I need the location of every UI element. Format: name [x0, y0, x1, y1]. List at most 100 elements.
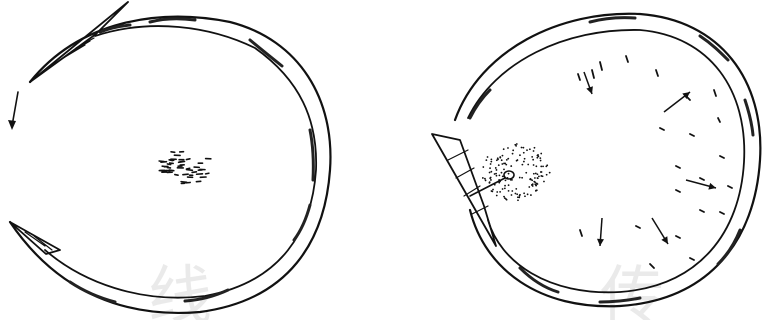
- flow-dash: [714, 90, 716, 96]
- left-upper-flap: [30, 2, 128, 82]
- spray-dot: [495, 167, 497, 169]
- spray-dot: [535, 190, 537, 192]
- spray-dot: [508, 184, 510, 186]
- spray-dot: [498, 164, 500, 166]
- left-particle: [186, 159, 189, 160]
- spray-dot: [534, 147, 536, 149]
- spray-dot: [532, 159, 534, 161]
- spray-dot: [489, 182, 491, 184]
- spray-dot: [533, 164, 535, 166]
- flow-dash: [676, 236, 680, 238]
- flow-dash: [580, 230, 582, 236]
- spray-dot: [502, 155, 504, 157]
- flow-dash: [718, 118, 720, 122]
- spray-dot: [521, 164, 523, 166]
- right-ring-diagram: [432, 14, 760, 307]
- spray-dot: [542, 165, 544, 167]
- flow-arrow: [584, 72, 593, 94]
- flow-dash: [728, 186, 732, 188]
- left-particle: [169, 170, 174, 171]
- right-inner-wall: [468, 30, 744, 292]
- flow-dash: [690, 258, 694, 260]
- right-spray-cloud: [482, 143, 551, 201]
- spray-dot: [540, 160, 542, 162]
- spray-dot: [524, 195, 526, 197]
- spray-dot: [519, 154, 521, 156]
- spray-dot: [499, 156, 501, 158]
- flow-dash: [676, 166, 680, 168]
- spray-dot: [540, 171, 542, 173]
- flow-arrow: [664, 92, 690, 112]
- spray-dot: [522, 147, 524, 149]
- flow-arrow: [652, 218, 668, 244]
- flow-dash: [636, 226, 640, 228]
- spray-dot: [523, 192, 525, 194]
- left-outflow-arrow: [8, 92, 18, 130]
- spray-dot: [490, 163, 492, 165]
- flow-arrow: [686, 180, 716, 190]
- spray-dot: [485, 159, 487, 161]
- spray-dot: [503, 148, 505, 150]
- spray-dot: [491, 191, 493, 193]
- spray-dot: [535, 165, 537, 167]
- right-flow-arrows: [584, 72, 716, 246]
- spray-dot: [489, 167, 491, 169]
- spray-dot: [533, 150, 535, 152]
- spray-dot: [485, 180, 487, 182]
- spray-dot: [496, 195, 498, 197]
- spray-dot: [507, 147, 509, 149]
- spray-dot: [546, 174, 548, 176]
- spray-dot: [517, 196, 519, 198]
- left-particle: [206, 173, 209, 174]
- spray-dot: [503, 196, 505, 198]
- spray-dot: [490, 171, 492, 173]
- spray-dot: [538, 175, 540, 177]
- spray-dot: [516, 193, 518, 195]
- spray-dot: [539, 157, 541, 159]
- spray-dot: [534, 177, 536, 179]
- spray-dot: [505, 179, 507, 181]
- flow-dash: [626, 56, 628, 62]
- spray-dot: [528, 186, 530, 188]
- spray-dot: [527, 164, 529, 166]
- spray-dot: [501, 159, 503, 161]
- spray-dot: [533, 173, 535, 175]
- spray-dot: [537, 173, 539, 175]
- left-particle: [175, 175, 178, 176]
- flow-dash: [656, 70, 658, 76]
- spray-dot: [521, 147, 523, 149]
- spray-dot: [502, 188, 504, 190]
- spray-dot: [523, 161, 525, 163]
- flow-dash: [578, 74, 580, 80]
- flow-dash: [600, 62, 602, 70]
- spray-dot: [523, 152, 525, 154]
- spray-dot: [497, 157, 499, 159]
- spray-dot: [507, 158, 509, 160]
- flow-dash: [700, 210, 704, 212]
- left-particle: [162, 166, 167, 167]
- spray-dot: [503, 168, 505, 170]
- spray-dot: [542, 175, 544, 177]
- spray-dot: [504, 185, 506, 187]
- spray-dot: [502, 175, 504, 177]
- spray-dot: [540, 166, 542, 168]
- spray-dot: [512, 149, 514, 151]
- spray-dot: [534, 181, 536, 183]
- spray-dot: [537, 177, 539, 179]
- spray-dot: [512, 153, 514, 155]
- spray-dot: [508, 190, 510, 192]
- spray-dot: [543, 181, 545, 183]
- flow-arrow: [597, 218, 604, 246]
- left-particle-cluster: [159, 152, 211, 184]
- spray-dot: [494, 184, 496, 186]
- spray-dot: [510, 179, 512, 181]
- flow-dash: [676, 190, 680, 192]
- spray-dot: [496, 175, 498, 177]
- flow-dash: [592, 70, 594, 78]
- spray-dot: [521, 177, 523, 179]
- spray-dot: [490, 179, 492, 181]
- spray-dot: [549, 172, 551, 174]
- spray-dot: [498, 179, 500, 181]
- left-lower-flap: [10, 222, 60, 254]
- flow-dash: [660, 128, 664, 130]
